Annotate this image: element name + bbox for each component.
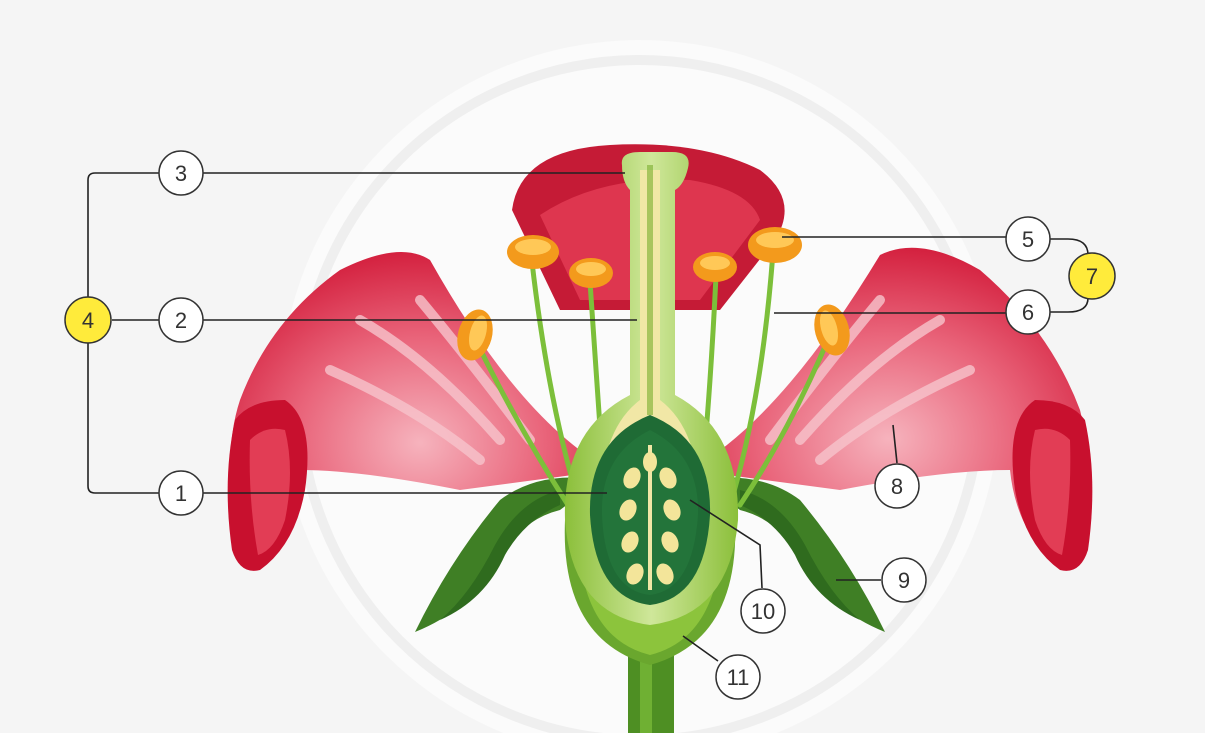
label-8: 8 [875, 464, 919, 508]
label-7: 7 [1069, 253, 1115, 299]
svg-text:1: 1 [175, 481, 187, 506]
svg-text:2: 2 [175, 308, 187, 333]
label-2: 2 [159, 298, 203, 342]
label-4: 4 [65, 297, 111, 343]
svg-text:8: 8 [891, 474, 903, 499]
svg-text:5: 5 [1022, 227, 1034, 252]
label-1: 1 [159, 471, 203, 515]
label-3: 3 [159, 151, 203, 195]
svg-text:7: 7 [1086, 264, 1098, 289]
svg-text:4: 4 [82, 308, 94, 333]
svg-text:6: 6 [1022, 300, 1034, 325]
svg-text:11: 11 [727, 665, 750, 690]
svg-text:3: 3 [175, 161, 187, 186]
label-10: 10 [741, 589, 785, 633]
label-9: 9 [882, 558, 926, 602]
label-5: 5 [1006, 217, 1050, 261]
label-6: 6 [1006, 290, 1050, 334]
label-11: 11 [716, 655, 760, 699]
svg-text:9: 9 [898, 568, 910, 593]
svg-text:10: 10 [751, 599, 775, 624]
